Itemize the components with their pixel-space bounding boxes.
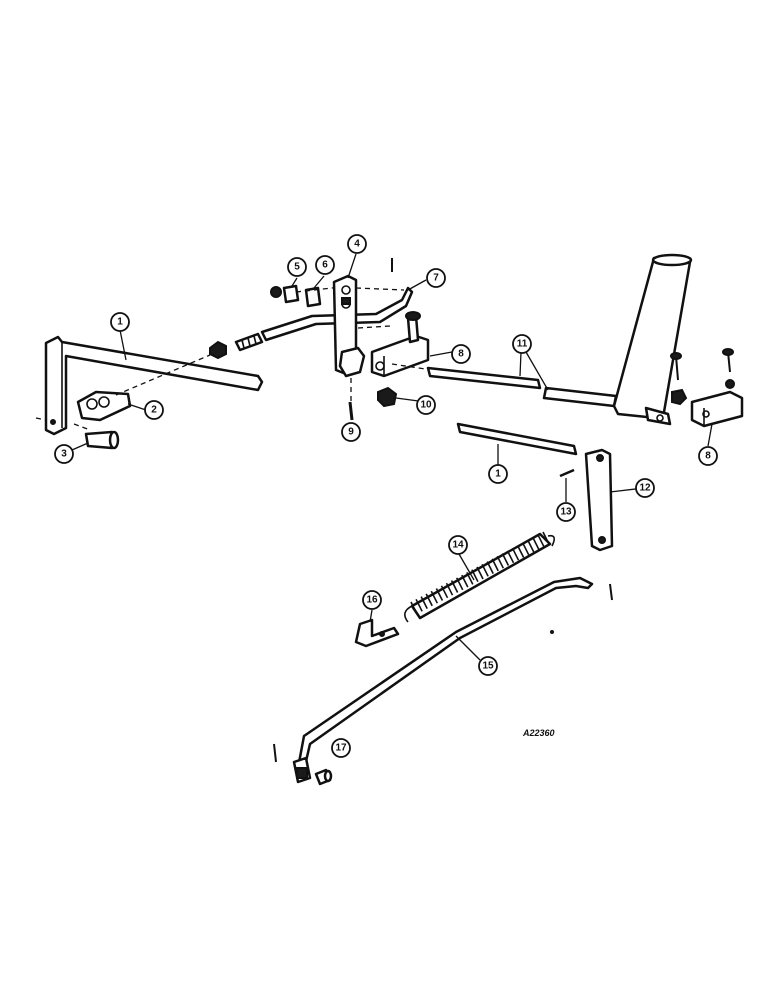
callout-5: 5 (287, 257, 307, 277)
callout-1-center: 1 (488, 464, 508, 484)
callout-6-label: 6 (322, 260, 328, 271)
callout-3: 3 (54, 444, 74, 464)
callout-9-label: 9 (348, 427, 354, 438)
part-6-clip (295, 285, 351, 308)
callout-15: 15 (478, 656, 498, 676)
right-bolt-1 (670, 352, 688, 406)
part-16-bracket (354, 618, 400, 648)
part-2-clevis (76, 354, 211, 422)
callout-17: 17 (331, 738, 351, 758)
callout-17-label: 17 (335, 743, 347, 754)
callout-8-center-label: 8 (458, 349, 464, 360)
callout-7: 7 (426, 268, 446, 288)
pedal-arm (612, 253, 693, 426)
callout-8-right: 8 (698, 446, 718, 466)
part-9-pin (348, 401, 354, 421)
threaded-rod-end (234, 332, 264, 352)
part-1-center-rod (456, 422, 578, 456)
part-3-pin (73, 423, 120, 450)
part-17-clevis-pin (314, 768, 333, 786)
callout-5-label: 5 (294, 262, 300, 273)
callout-9: 9 (341, 422, 361, 442)
callout-4: 4 (347, 234, 367, 254)
callout-1-center-label: 1 (495, 469, 501, 480)
part-8-clamp-block-center (370, 311, 433, 378)
part-11-shafts (426, 366, 618, 408)
callout-8-right-label: 8 (705, 451, 711, 462)
part-13-cotter-pin (559, 468, 575, 478)
callout-13: 13 (556, 502, 576, 522)
callout-1-left: 1 (110, 312, 130, 332)
part-14-spring (404, 531, 556, 623)
callout-3-label: 3 (61, 449, 67, 460)
callout-14-label: 14 (452, 540, 464, 551)
callout-10-label: 10 (420, 400, 432, 411)
callout-13-label: 13 (560, 507, 572, 518)
callout-12-label: 12 (639, 483, 651, 494)
part-12-link-plate (584, 448, 614, 552)
reference-code: A22360 (522, 728, 555, 738)
callout-11-label: 11 (517, 339, 528, 350)
jam-nut (209, 340, 227, 360)
cotter-pin-right (609, 583, 613, 601)
callout-2: 2 (144, 400, 164, 420)
callout-8-center: 8 (451, 344, 471, 364)
callout-16-label: 16 (366, 595, 378, 606)
part-15-long-rod (292, 576, 594, 784)
callout-1-left-label: 1 (117, 317, 123, 328)
callout-12: 12 (635, 478, 655, 498)
part-8-clamp-block-right (690, 390, 744, 428)
part-1-left-lever (35, 335, 264, 436)
callout-6: 6 (315, 255, 335, 275)
part-10-nut (377, 386, 398, 408)
part-4-bracket (332, 274, 391, 404)
callout-15-label: 15 (482, 661, 494, 672)
callout-14: 14 (448, 535, 468, 555)
cotter-pin-left (273, 743, 277, 763)
callout-7-label: 7 (433, 273, 439, 284)
callout-10: 10 (416, 395, 436, 415)
part-5-nut (270, 284, 300, 304)
right-bolt-2 (722, 348, 735, 389)
callout-2-label: 2 (151, 405, 157, 416)
callout-4-label: 4 (354, 239, 360, 250)
callout-16: 16 (362, 590, 382, 610)
callout-11: 11 (512, 334, 532, 354)
speck (550, 630, 554, 634)
